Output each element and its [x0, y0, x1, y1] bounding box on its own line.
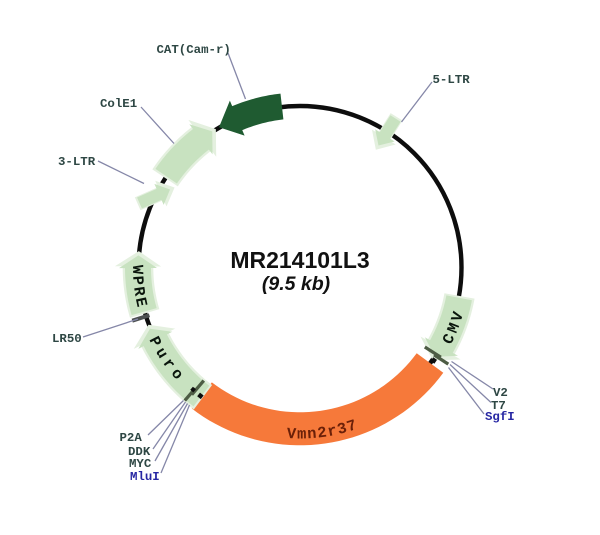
- svg-text:m: m: [297, 425, 307, 443]
- svg-text:E: E: [131, 296, 151, 309]
- svg-text:P: P: [128, 275, 147, 286]
- svg-text:n: n: [307, 425, 318, 444]
- svg-text:W: W: [128, 265, 146, 275]
- svg-text:V: V: [286, 425, 297, 443]
- svg-text:r: r: [326, 422, 339, 441]
- svg-text:3: 3: [335, 419, 349, 439]
- svg-text:2: 2: [316, 423, 328, 442]
- svg-text:R: R: [129, 285, 148, 298]
